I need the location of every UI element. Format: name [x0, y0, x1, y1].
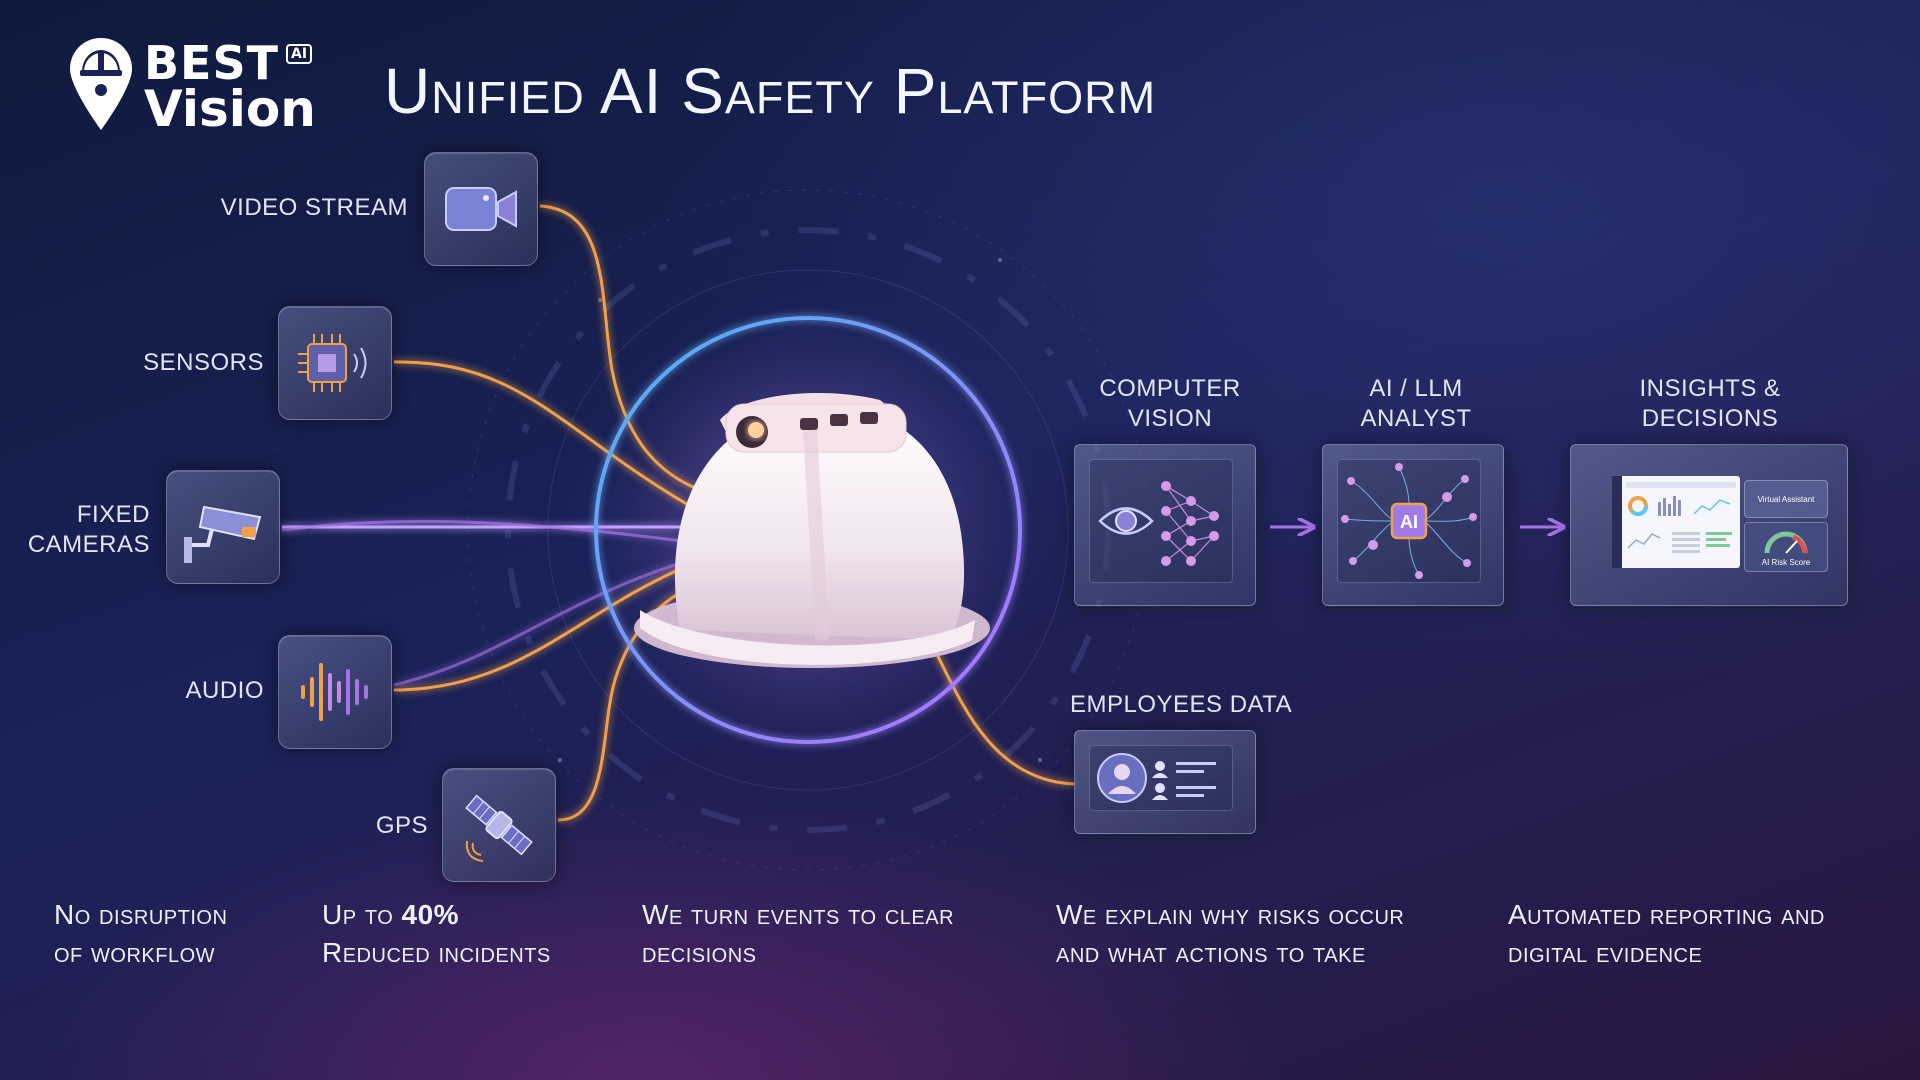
label-computer-vision-line-1: COMPUTER	[1099, 375, 1241, 402]
label-fixed-cameras-line-2: CAMERAS	[27, 531, 150, 558]
box-computer-vision-inner	[1089, 459, 1233, 583]
benefit-automated-reporting-line-2: digital evidence	[1508, 937, 1703, 968]
tile-sensors[interactable]	[278, 306, 392, 420]
label-ai-llm-analyst: AI / LLM ANALYST	[1316, 374, 1516, 434]
label-fixed-cameras: FIXED CAMERAS	[20, 500, 150, 560]
label-ai-llm-analyst-line-2: ANALYST	[1360, 405, 1472, 432]
benefit-no-disruption-line-1: No disruption	[54, 899, 228, 930]
smart-helmet-icon	[634, 392, 990, 668]
benefit-explain-risks-line-2: and what actions to take	[1056, 937, 1366, 968]
video-camera-icon	[445, 187, 517, 231]
dashboard-mock	[1612, 476, 1736, 568]
box-employees-data-inner	[1089, 745, 1233, 811]
benefit-explain-risks: We explain why risks occur and what acti…	[1056, 896, 1404, 972]
label-insights-decisions-line-2: DECISIONS	[1641, 405, 1779, 432]
virtual-assistant-label: Virtual Assistant	[1757, 494, 1815, 504]
label-gps: GPS	[375, 812, 428, 839]
employee-profile-icon	[1097, 753, 1216, 803]
page-title: Unified AI Safety Platform	[384, 55, 1157, 127]
label-ai-llm-analyst-line-1: AI / LLM	[1369, 375, 1463, 402]
map-pin-helmet-icon	[70, 38, 132, 130]
label-sensors: SENSORS	[143, 349, 264, 376]
benefit-reduced-incidents-line-1: Up to 40%	[322, 896, 551, 934]
chip-sensor-icon	[298, 334, 367, 392]
brand-ai-badge: AI	[286, 44, 313, 64]
dashboard-icon	[1612, 476, 1740, 568]
label-audio: AUDIO	[185, 677, 264, 704]
label-insights-decisions-line-1: INSIGHTS &	[1639, 375, 1781, 402]
benefit-no-disruption: No disruption of workflow	[54, 896, 227, 972]
box-ai-llm-analyst[interactable]: AI	[1322, 444, 1504, 606]
tile-video-stream[interactable]	[424, 152, 538, 266]
benefit-automated-reporting-line-1: Automated reporting and	[1508, 899, 1825, 930]
benefit-reduced-incidents: Up to 40% Reduced incidents	[322, 896, 551, 972]
tile-gps[interactable]	[442, 768, 556, 882]
label-employees-data: EMPLOYEES DATA	[1070, 691, 1293, 718]
brand-name-bottom: Vision	[144, 80, 316, 138]
label-computer-vision-line-2: VISION	[1127, 405, 1213, 432]
box-computer-vision[interactable]	[1074, 444, 1256, 606]
wire-audio-2	[393, 558, 691, 687]
label-fixed-cameras-line-1: FIXED	[76, 501, 150, 528]
wire-video-stream	[539, 204, 701, 492]
brand-logo[interactable]: BEST AI Vision	[68, 36, 328, 138]
brand-name-top: BEST	[144, 36, 279, 90]
gauge-icon	[1764, 531, 1808, 554]
hub-ring	[594, 316, 1022, 744]
benefit-clear-decisions: We turn events to clear decisions	[642, 896, 954, 972]
risk-score-gauge: AI Risk Score	[1744, 522, 1828, 572]
wire-gps	[557, 580, 701, 822]
benefit-explain-risks-line-1: We explain why risks occur	[1056, 899, 1405, 930]
virtual-assistant-panel: Virtual Assistant	[1744, 480, 1828, 518]
label-video-stream: VIDEO STREAM	[220, 194, 408, 221]
benefit-reduced-incidents-line-2: Reduced incidents	[322, 937, 551, 968]
tile-fixed-cameras[interactable]	[166, 470, 280, 584]
wire-sensors	[393, 360, 691, 508]
benefit-automated-reporting: Automated reporting and digital evidence	[1508, 896, 1825, 972]
benefit-prefix: Up to	[322, 899, 402, 930]
benefit-no-disruption-line-2: of workflow	[54, 937, 216, 968]
satellite-icon	[465, 794, 533, 862]
tile-audio[interactable]	[278, 635, 392, 749]
risk-score-label: AI Risk Score	[1761, 558, 1811, 567]
ai-chip-icon: AI	[1341, 463, 1477, 579]
ai-chip-text: AI	[1400, 512, 1418, 532]
benefit-clear-decisions-line-1: We turn events to clear	[642, 899, 955, 930]
box-employees-data[interactable]	[1074, 730, 1256, 834]
benefit-clear-decisions-line-2: decisions	[642, 937, 757, 968]
label-computer-vision: COMPUTER VISION	[1070, 374, 1270, 434]
wire-fixed-cameras-2	[281, 519, 691, 544]
audio-wave-icon	[301, 663, 368, 721]
label-insights-decisions: INSIGHTS & DECISIONS	[1610, 374, 1810, 434]
wire-employees-data	[928, 639, 1075, 786]
benefit-highlight: 40%	[401, 899, 460, 930]
box-ai-llm-analyst-inner: AI	[1337, 459, 1481, 583]
particle-dots	[558, 258, 1042, 762]
cctv-camera-icon	[184, 505, 262, 563]
eye-network-icon	[1098, 481, 1219, 566]
wire-audio	[393, 563, 691, 692]
